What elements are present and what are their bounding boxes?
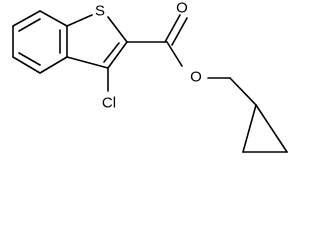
bond-c2-c3 — [107, 41, 128, 69]
bond-c7a-s — [66, 14, 93, 27]
bond-benzene-1 — [12, 10, 41, 27]
bond-carbonyl-o-double-a — [164, 14, 181, 43]
bond-carbonyl-o-double-b — [171, 17, 188, 46]
bond-carbonyl-ester-o — [166, 41, 183, 67]
carbonyl-oxygen-label: O — [176, 0, 188, 17]
bond-cyclopropyl-3 — [255, 104, 288, 153]
atom-labels: S O O Cl — [95, 0, 202, 112]
bonds — [12, 10, 288, 153]
bond-benzene-5 — [12, 56, 41, 74]
sulfur-label: S — [95, 3, 105, 20]
molecule-structure: S O O Cl — [12, 0, 288, 153]
chlorine-label: Cl — [102, 95, 116, 112]
bond-benzene-1-inner — [18, 18, 41, 32]
bond-benzene-5-inner — [18, 52, 41, 66]
bond-c3-c3a — [66, 56, 109, 69]
bond-s-c2 — [107, 16, 128, 43]
bond-ch2-cyclopropyl — [229, 77, 257, 106]
bond-cyclopropyl-1 — [242, 104, 257, 153]
bond-c2-c3-inner — [103, 42, 120, 63]
bond-benzene-2 — [39, 10, 68, 27]
bond-benzene-4 — [39, 56, 68, 74]
ester-oxygen-label: O — [190, 69, 202, 86]
